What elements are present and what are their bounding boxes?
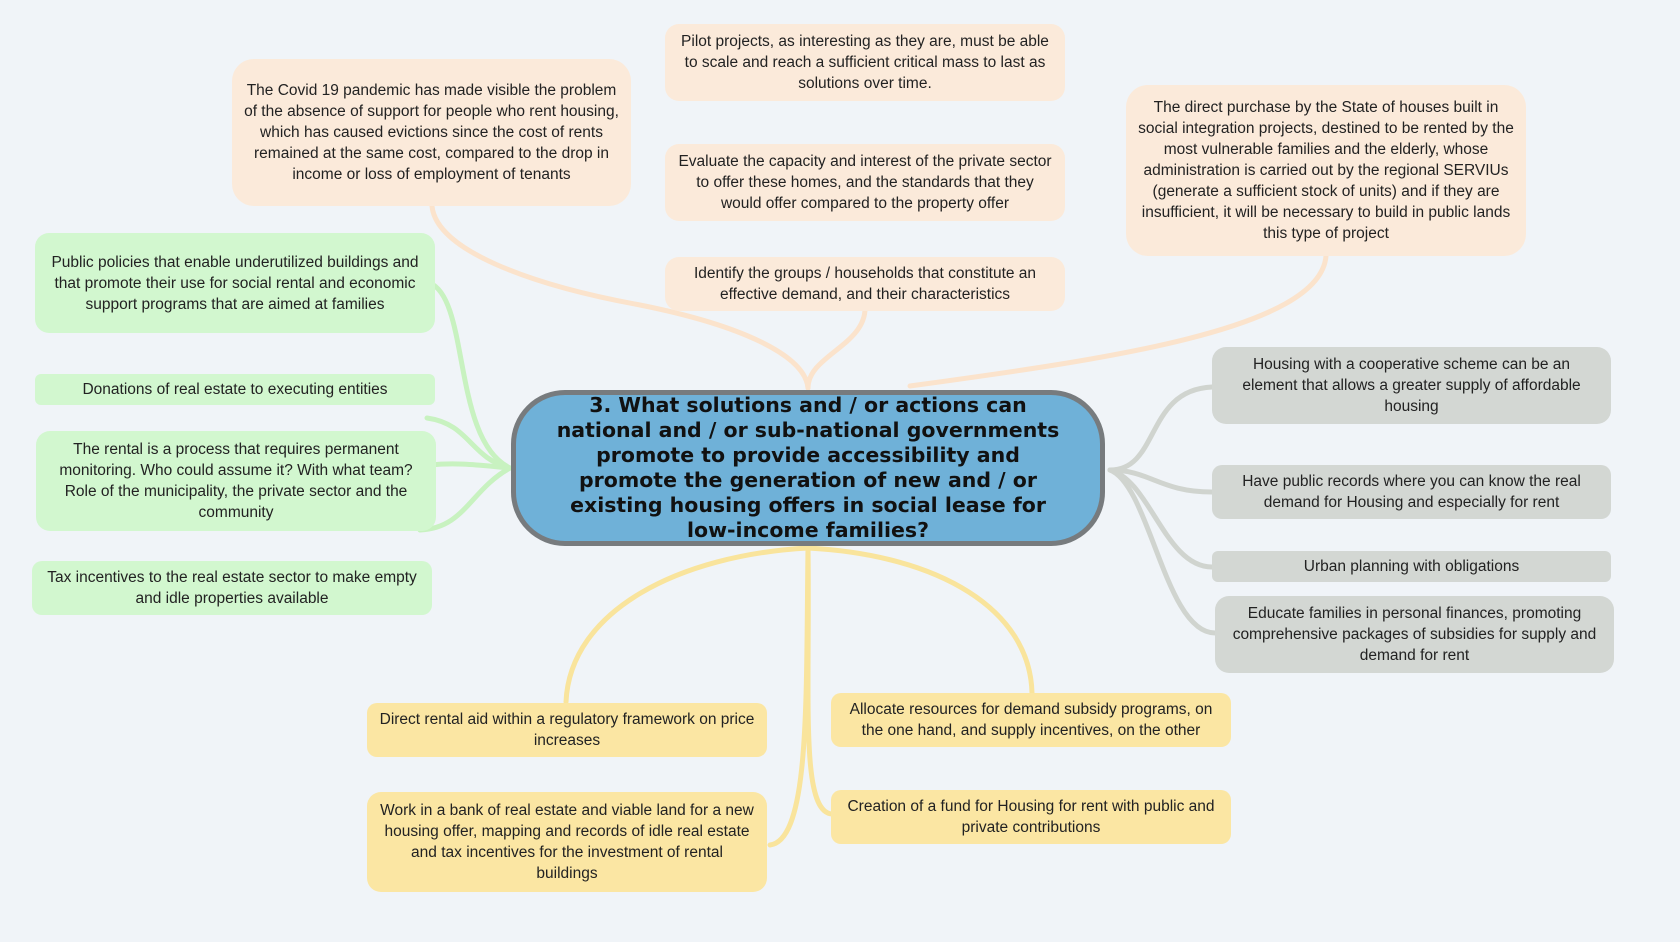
left-node-rental-monitoring[interactable]: The rental is a process that requires pe… xyxy=(36,431,436,531)
link-bottom-allocate xyxy=(805,545,1035,696)
central-topic-text: 3. What solutions and / or actions can n… xyxy=(556,393,1060,542)
link-right-educate xyxy=(1107,467,1218,636)
left-node-public-policies[interactable]: Public policies that enable underutilize… xyxy=(35,233,435,333)
link-top-direct-purchase xyxy=(907,253,1329,389)
bottom-node-direct-rental-aid[interactable]: Direct rental aid within a regulatory fr… xyxy=(367,703,767,757)
node-text: Direct rental aid within a regulatory fr… xyxy=(379,711,755,749)
node-text: Identify the groups / households that co… xyxy=(693,265,1037,303)
link-left-public-policies xyxy=(427,280,513,471)
bottom-node-real-estate-bank[interactable]: Work in a bank of real estate and viable… xyxy=(367,792,767,892)
top-node-covid[interactable]: The Covid 19 pandemic has made visible t… xyxy=(232,59,631,206)
bottom-node-rental-fund[interactable]: Creation of a fund for Housing for rent … xyxy=(831,790,1231,844)
right-node-urban-planning[interactable]: Urban planning with obligations xyxy=(1212,551,1611,582)
node-text: The Covid 19 pandemic has made visible t… xyxy=(244,82,619,183)
top-node-direct-purchase[interactable]: The direct purchase by the State of hous… xyxy=(1126,85,1526,256)
link-left-tax xyxy=(417,465,513,533)
link-right-cooperative xyxy=(1107,384,1215,473)
link-bottom-fund xyxy=(805,545,835,817)
node-text: Have public records where you can know t… xyxy=(1242,473,1581,511)
link-top-covid xyxy=(429,203,811,391)
right-node-public-records[interactable]: Have public records where you can know t… xyxy=(1212,465,1611,519)
link-left-rental xyxy=(427,461,513,471)
right-node-educate-families[interactable]: Educate families in personal finances, p… xyxy=(1215,596,1614,673)
link-left-donations xyxy=(424,415,513,471)
node-text: The rental is a process that requires pe… xyxy=(59,441,413,521)
node-text: Allocate resources for demand subsidy pr… xyxy=(849,701,1213,739)
top-node-evaluate-capacity[interactable]: Evaluate the capacity and interest of th… xyxy=(665,144,1065,221)
central-topic[interactable]: 3. What solutions and / or actions can n… xyxy=(511,390,1105,546)
top-node-pilot-projects[interactable]: Pilot projects, as interesting as they a… xyxy=(665,24,1065,101)
node-text: Public policies that enable underutilize… xyxy=(51,253,419,313)
node-text: Work in a bank of real estate and viable… xyxy=(380,802,754,882)
node-text: Creation of a fund for Housing for rent … xyxy=(847,798,1215,836)
link-right-records xyxy=(1107,467,1215,495)
node-text: Educate families in personal finances, p… xyxy=(1232,605,1597,664)
left-node-tax-incentives[interactable]: Tax incentives to the real estate sector… xyxy=(32,561,432,615)
right-node-cooperative-scheme[interactable]: Housing with a cooperative scheme can be… xyxy=(1212,347,1611,424)
node-text: Evaluate the capacity and interest of th… xyxy=(678,153,1052,212)
node-text: Pilot projects, as interesting as they a… xyxy=(681,33,1049,92)
node-text: Donations of real estate to executing en… xyxy=(82,381,388,398)
node-text: Urban planning with obligations xyxy=(1303,558,1520,575)
left-node-donations[interactable]: Donations of real estate to executing en… xyxy=(35,374,435,405)
link-top-identify xyxy=(805,302,868,391)
node-text: Tax incentives to the real estate sector… xyxy=(47,569,417,607)
link-bottom-direct-aid xyxy=(563,545,811,705)
node-text: Housing with a cooperative scheme can be… xyxy=(1242,356,1581,415)
bottom-node-allocate-resources[interactable]: Allocate resources for demand subsidy pr… xyxy=(831,693,1231,747)
top-node-identify-groups[interactable]: Identify the groups / households that co… xyxy=(665,257,1065,311)
link-bottom-bank xyxy=(767,545,811,848)
node-text: The direct purchase by the State of hous… xyxy=(1138,99,1514,242)
